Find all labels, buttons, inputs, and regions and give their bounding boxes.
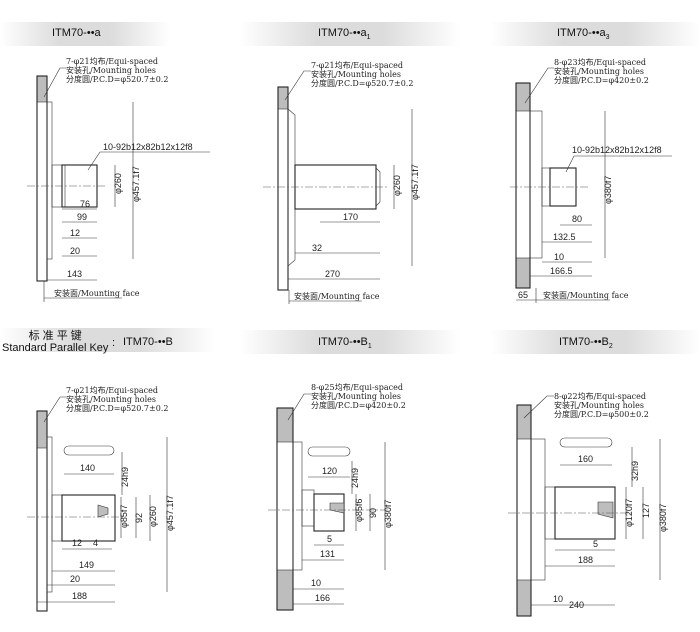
dim-b-l1: 12	[72, 538, 82, 548]
dim-a-l2: 99	[77, 212, 87, 222]
dim-b1-d1: φ85f6	[354, 499, 364, 522]
dim-a-l3: 12	[70, 228, 80, 238]
title-band-b2	[490, 330, 700, 354]
dim-b1-l1: 5	[327, 534, 332, 544]
dim-b-l4: 188	[72, 591, 87, 601]
dim-a3-l2: 132.5	[553, 232, 576, 242]
dim-b2-key: 160	[578, 454, 593, 464]
drawing-a3: 8-φ23均布/Equi-spaced 安装孔/Mounting holes 分…	[510, 57, 672, 303]
title-band-a	[0, 22, 170, 46]
dim-a-spline: 10-92b12x82b12x12f8	[103, 142, 193, 152]
dim-b-l3: 20	[70, 574, 80, 584]
dim-b2-l2: 188	[578, 555, 593, 565]
drawing-a1: 7-φ21均布/Equi-spaced 安装孔/Mounting holes 分…	[263, 60, 420, 304]
drawing-b: 7-φ21均布/Equi-spaced 安装孔/Mounting holes 分…	[27, 385, 175, 612]
dim-b-d1: φ85f7	[119, 505, 129, 528]
dim-b2-l3: 10	[553, 594, 563, 604]
dim-a-l1: 76	[80, 199, 90, 209]
note-a3-pcd: 分度圆/P.C.D=φ420±0.2	[554, 75, 649, 85]
note-b2-pcd: 分度圆/P.C.D=φ500±0.2	[554, 409, 649, 419]
note-a-pcd: 分度圆/P.C.D=φ520.7±0.2	[66, 74, 168, 84]
note-a-mounting: 安装孔/Mounting holes	[66, 65, 156, 75]
dim-a3-l1: 80	[572, 214, 582, 224]
dim-b1-l3: 10	[311, 578, 321, 588]
dim-a3-l3: 10	[554, 252, 564, 262]
dim-b-l1b: 4	[93, 538, 98, 548]
note-b1-holes: 8-φ25均布/Equi-spaced	[311, 382, 403, 392]
dim-b2-d1: φ120f7	[624, 499, 634, 527]
face-label-a1: 安装面/Mounting face	[294, 291, 380, 301]
note-b-holes: 7-φ21均布/Equi-spaced	[66, 385, 158, 395]
dim-b-key: 140	[80, 463, 95, 473]
dim-a1-d2: φ457.1f7	[410, 164, 420, 200]
face-label-a: 安装面/Mounting face	[54, 288, 140, 298]
title-itm70-b: ITM70-••B	[123, 336, 173, 348]
drawing-b2: 8-φ22均布/Equi-spaced 安装孔/Mounting holes 分…	[508, 391, 668, 617]
dim-b-kh: 24h9	[120, 467, 130, 487]
dim-b2-d1b: 127	[641, 503, 651, 518]
dim-a1-d1: φ260	[392, 175, 402, 196]
face-label-a3: 安装面/Mounting face	[543, 290, 629, 300]
dim-b-d1b: 92	[134, 513, 144, 523]
note-a-holes: 7-φ21均布/Equi-spaced	[66, 56, 158, 66]
dim-a-d2: φ457.1f7	[131, 166, 141, 202]
dim-b1-key: 120	[322, 466, 337, 476]
title-band-a3	[490, 22, 700, 46]
dim-a3-spline: 10-92b12x82b12x12f8	[572, 145, 662, 155]
dim-a1-l2: 32	[312, 243, 322, 253]
dim-a3-l5: 65	[518, 290, 528, 300]
dim-b1-d2: φ380f7	[383, 500, 393, 528]
drawing-a: 7-φ21均布/Equi-spaced 安装孔/Mounting holes 分…	[27, 56, 210, 302]
standard-parallel-key-label: 标 准 平 键 Standard Parallel Key	[2, 330, 109, 354]
dim-b2-l4: 240	[569, 600, 584, 610]
note-b1-mounting: 安装孔/Mounting holes	[311, 391, 401, 401]
title-band-b1	[240, 330, 460, 354]
note-b-pcd: 分度圆/P.C.D=φ520.7±0.2	[66, 403, 168, 413]
dim-a-l5: 143	[67, 269, 82, 279]
title-colon: :	[112, 337, 116, 349]
title-itm70-a1: ITM70-••a1	[318, 27, 371, 42]
note-b2-mounting: 安装孔/Mounting holes	[554, 400, 644, 410]
title-itm70-b2: ITM70-••B2	[559, 336, 613, 351]
note-b-mounting: 安装孔/Mounting holes	[66, 394, 156, 404]
title-itm70-b1: ITM70-••B1	[318, 336, 372, 351]
note-a1-pcd: 分度圆/P.C.D=φ520.7±0.2	[311, 78, 413, 88]
drawing-b1: 8-φ25均布/Equi-spaced 安装孔/Mounting holes 分…	[268, 382, 406, 611]
note-b1-pcd: 分度圆/P.C.D=φ420±0.2	[311, 400, 406, 410]
dim-b1-kh: 24h9	[350, 468, 360, 488]
dim-b1-l4: 166	[315, 593, 330, 603]
note-a1-holes: 7-φ21均布/Equi-spaced	[311, 60, 403, 70]
dim-a-d1: φ260	[113, 173, 123, 194]
note-b2-holes: 8-φ22均布/Equi-spaced	[554, 391, 646, 401]
note-a3-mounting: 安装孔/Mounting holes	[554, 66, 644, 76]
title-itm70-a: ITM70-••a	[52, 27, 101, 39]
title-band-b	[0, 328, 215, 352]
dim-a3-d1: φ380f7	[603, 176, 613, 204]
dim-a1-l3: 270	[325, 269, 340, 279]
dim-b2-d2: φ380f7	[658, 504, 668, 532]
dim-b2-kh: 32h9	[630, 461, 640, 481]
note-a1-mounting: 安装孔/Mounting holes	[311, 69, 401, 79]
title-band-a1	[240, 22, 460, 46]
dim-b1-l2: 131	[320, 549, 335, 559]
dim-b1-d1b: 90	[368, 508, 378, 518]
note-a3-holes: 8-φ23均布/Equi-spaced	[554, 57, 646, 67]
dim-a-l4: 20	[70, 246, 80, 256]
dim-b2-l1: 5	[593, 539, 598, 549]
dim-b-l2: 149	[79, 560, 94, 570]
title-itm70-a3: ITM70-••a3	[557, 27, 610, 42]
dim-b-d2: φ260	[148, 506, 158, 527]
dim-a1-l1: 170	[343, 212, 358, 222]
dim-b-d3: φ457.1f7	[165, 495, 175, 531]
dim-a3-l4: 166.5	[550, 266, 573, 276]
